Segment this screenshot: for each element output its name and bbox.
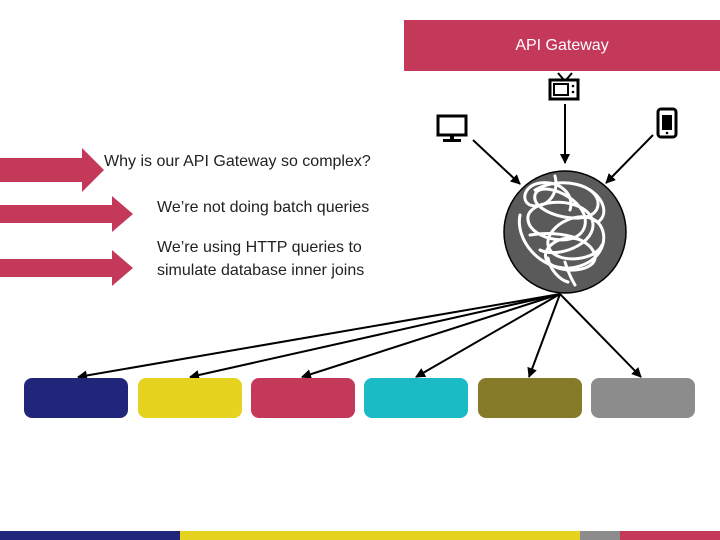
arrow-to-service-5 xyxy=(527,293,561,378)
service-arrows xyxy=(77,293,642,381)
tangled-scribble-icon xyxy=(517,174,606,287)
service-block-4 xyxy=(364,378,468,418)
arrow-to-service-3 xyxy=(301,293,561,380)
mobile-phone-icon xyxy=(656,107,678,139)
bullet-arrow-3 xyxy=(0,250,133,286)
header-title: API Gateway xyxy=(515,36,609,54)
arrow-to-service-4 xyxy=(415,293,561,378)
client-arrows xyxy=(472,104,654,185)
header-banner: API Gateway xyxy=(404,20,720,71)
bullet-text-joins: We’re using HTTP queries to simulate dat… xyxy=(157,239,365,279)
bullet-text-batch: We’re not doing batch queries xyxy=(157,199,370,216)
arrow-to-service-6 xyxy=(559,293,642,378)
service-block-6 xyxy=(591,378,695,418)
bullet-arrow-1 xyxy=(0,148,104,192)
bullet-text-complex: Why is our API Gateway so complex? xyxy=(104,153,371,170)
arrow-to-service-1 xyxy=(77,293,561,381)
tv-icon xyxy=(548,72,580,101)
service-block-3 xyxy=(251,378,355,418)
footer-color-bar xyxy=(0,531,720,540)
footer-segment-yellow xyxy=(180,531,580,540)
desktop-monitor-icon xyxy=(436,114,468,142)
service-block-1 xyxy=(24,378,128,418)
bullet-arrow-2 xyxy=(0,196,133,232)
footer-segment-red xyxy=(620,531,720,540)
service-block-2 xyxy=(138,378,242,418)
arrow-phone-to-gateway xyxy=(605,134,654,184)
arrow-to-service-2 xyxy=(189,293,561,380)
service-block-5 xyxy=(478,378,582,418)
arrow-desktop-to-gateway xyxy=(472,139,521,185)
gateway-node xyxy=(503,170,627,294)
footer-segment-navy xyxy=(0,531,180,540)
footer-segment-gray xyxy=(580,531,620,540)
